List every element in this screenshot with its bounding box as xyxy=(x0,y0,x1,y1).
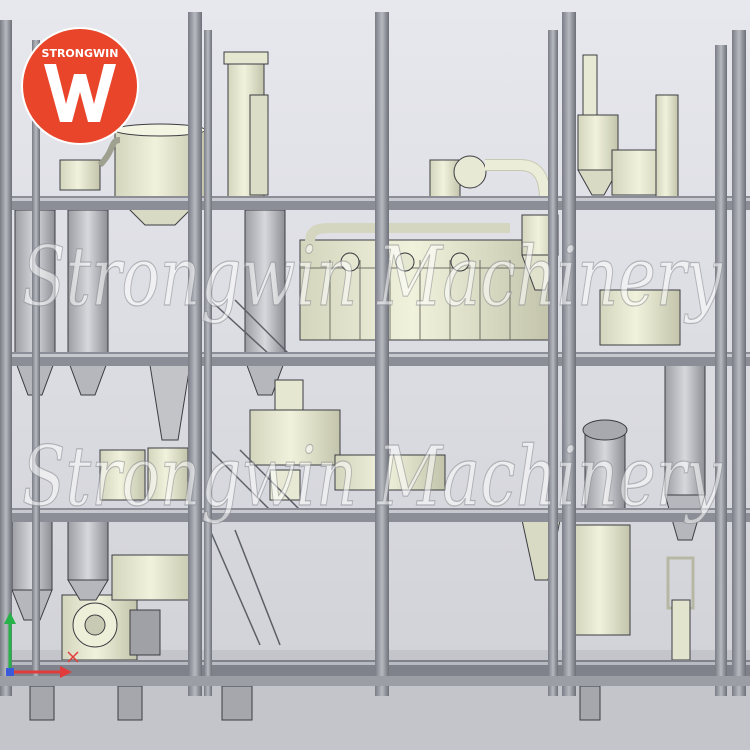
equipment-layer xyxy=(11,51,706,661)
axis-gizmo-icon xyxy=(4,612,79,678)
watermark-text-upper: Strongwin Machinery xyxy=(22,230,723,325)
logo-w-mark xyxy=(44,64,116,122)
strongwin-logo: STRONGWIN xyxy=(21,27,139,145)
column-3 xyxy=(375,12,389,696)
steel-frame xyxy=(0,12,750,721)
watermark-layer: Strongwin Machinery Strongwin Machinery xyxy=(21,229,723,525)
silo-mid xyxy=(244,209,286,361)
logo-brand-text: STRONGWIN xyxy=(42,47,119,60)
watermark-text-lower: Strongwin Machinery xyxy=(22,430,723,525)
column-5 xyxy=(715,45,727,696)
dryer-cooler xyxy=(299,239,551,341)
column-1 xyxy=(0,20,12,696)
origin-marker xyxy=(6,668,14,676)
conditioner-right xyxy=(599,289,681,346)
column-4 xyxy=(562,12,576,696)
column-2 xyxy=(188,12,202,696)
mixer-center xyxy=(249,409,341,466)
